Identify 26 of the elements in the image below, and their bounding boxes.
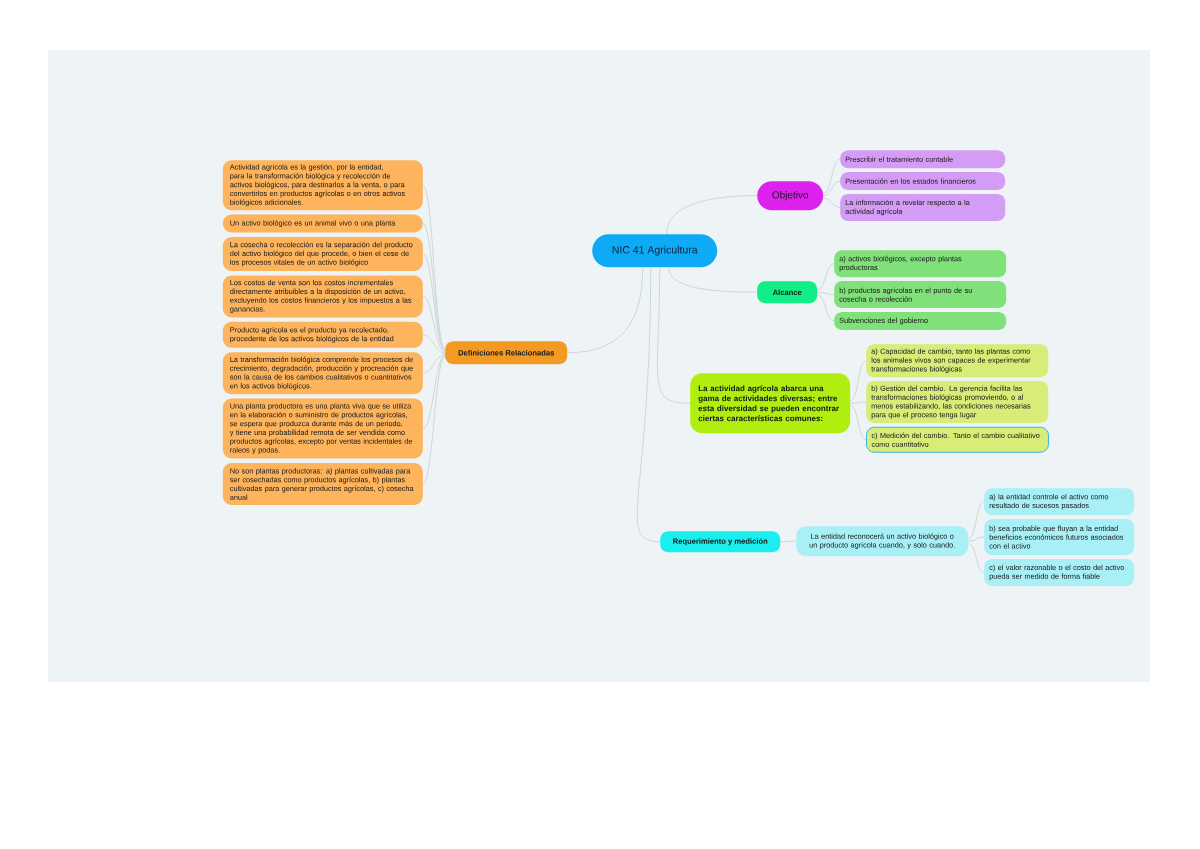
central-topic: NIC 41 Agricultura	[592, 234, 718, 268]
connector-line	[849, 360, 867, 402]
connector-line	[666, 195, 758, 235]
connector-line	[849, 405, 867, 441]
connector-line	[668, 266, 758, 293]
connector-line	[822, 180, 841, 197]
connector-line	[422, 295, 446, 353]
connector-line	[422, 356, 446, 485]
connector-line	[422, 353, 446, 374]
connector-line	[422, 223, 446, 351]
connector-line	[636, 266, 661, 543]
connector-line	[967, 501, 985, 540]
connector-line	[822, 197, 841, 208]
connector-line	[967, 543, 985, 573]
connector-line	[422, 253, 446, 352]
connector-line	[656, 266, 691, 404]
connector-line	[566, 266, 644, 354]
connector-line	[816, 294, 835, 322]
main-topic-box: La actividad agrícola abarca una gama de actividades diversas; entre esta diversidad se pueden encontrar ciertas características comunes:	[690, 373, 851, 434]
connector-line	[967, 536, 985, 542]
connector-line	[816, 263, 835, 291]
connector-line	[822, 158, 841, 194]
connector-line	[422, 355, 446, 430]
connector-line	[422, 184, 446, 350]
connector-line	[422, 334, 446, 354]
connector-line	[816, 291, 835, 296]
